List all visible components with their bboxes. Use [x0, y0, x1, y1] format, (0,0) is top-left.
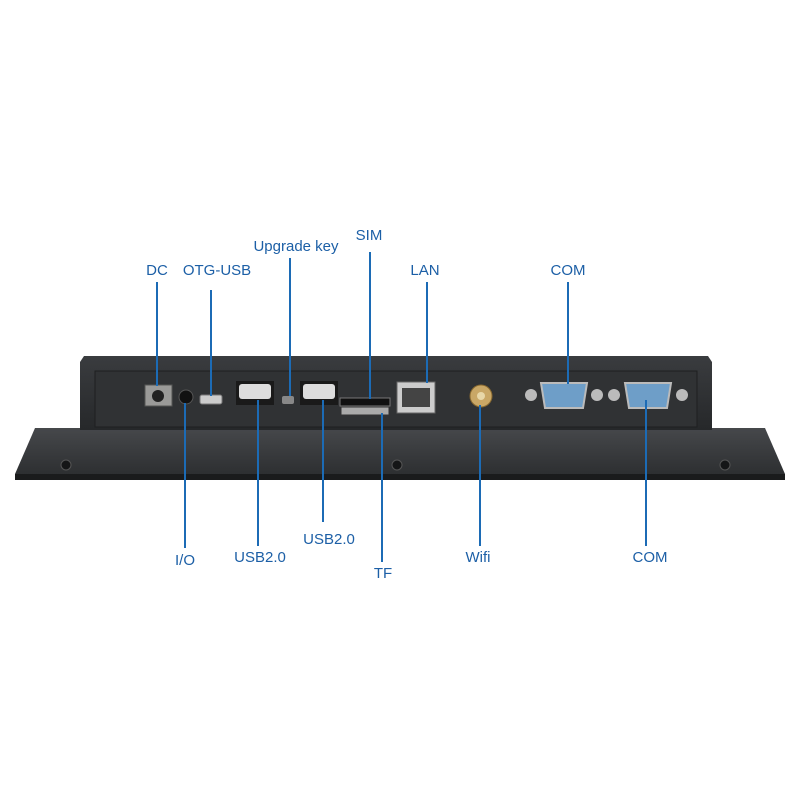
sim-slot	[339, 397, 391, 407]
upgrade-key-button	[282, 396, 294, 404]
label-sim: SIM	[355, 227, 383, 244]
label-com-top: COM	[550, 262, 586, 279]
label-lan: LAN	[410, 262, 440, 279]
label-upgrade-key: Upgrade key	[253, 238, 339, 255]
com-port	[608, 382, 688, 409]
tf-slot	[340, 406, 390, 416]
label-io: I/O	[174, 552, 196, 569]
chassis-base	[15, 428, 785, 480]
label-otg-usb: OTG-USB	[182, 262, 252, 279]
label-tf: TF	[373, 565, 393, 582]
com-port	[525, 382, 603, 409]
label-wifi: Wifi	[465, 549, 491, 566]
leader-lines	[156, 252, 647, 562]
label-com-bottom: COM	[632, 549, 668, 566]
screw-icon	[60, 459, 731, 471]
mini-usb-port	[199, 394, 223, 405]
label-usb-1: USB2.0	[234, 549, 286, 566]
label-dc: DC	[146, 262, 168, 279]
audio-jack	[178, 389, 194, 405]
label-usb-2: USB2.0	[303, 531, 355, 548]
